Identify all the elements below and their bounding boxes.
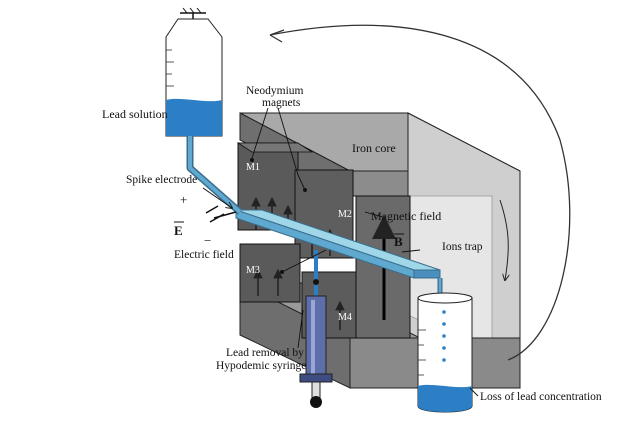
ions-trap-channel [235, 209, 441, 279]
battery-icon [202, 187, 237, 223]
label-ions-trap: Ions trap [442, 241, 483, 253]
label-b-vector: B [394, 234, 403, 249]
label-electric-field: Electric field [174, 249, 234, 261]
label-iron-core: Iron core [352, 141, 396, 155]
label-m2: M2 [338, 209, 352, 220]
label-m4: M4 [338, 312, 352, 323]
collection-beaker [417, 278, 473, 413]
label-lead-solution: Lead solution [102, 107, 168, 121]
label-magnetic-field: Magnetic field [371, 209, 441, 223]
hypodermic-syringe [299, 250, 333, 408]
label-lead-removal-2: Hypodemic syringe [216, 360, 306, 372]
magnet-m3 [239, 243, 301, 303]
label-m3: M3 [246, 265, 260, 276]
lead-solution-reservoir [165, 7, 243, 215]
label-lead-removal-1: Lead removal by [226, 347, 304, 359]
label-minus: − [204, 233, 211, 248]
flow-arrow-icon [269, 24, 571, 361]
label-spike-electrode: Spike electrode [126, 174, 197, 186]
label-loss: Loss of lead concentration [480, 391, 602, 403]
label-neodymium: Neodymium [246, 85, 304, 97]
label-plus: + [180, 192, 187, 207]
label-e-vector: E [174, 223, 183, 238]
clamp-icon [180, 7, 206, 19]
label-magnets: magnets [262, 97, 301, 109]
label-m1: M1 [246, 162, 260, 173]
